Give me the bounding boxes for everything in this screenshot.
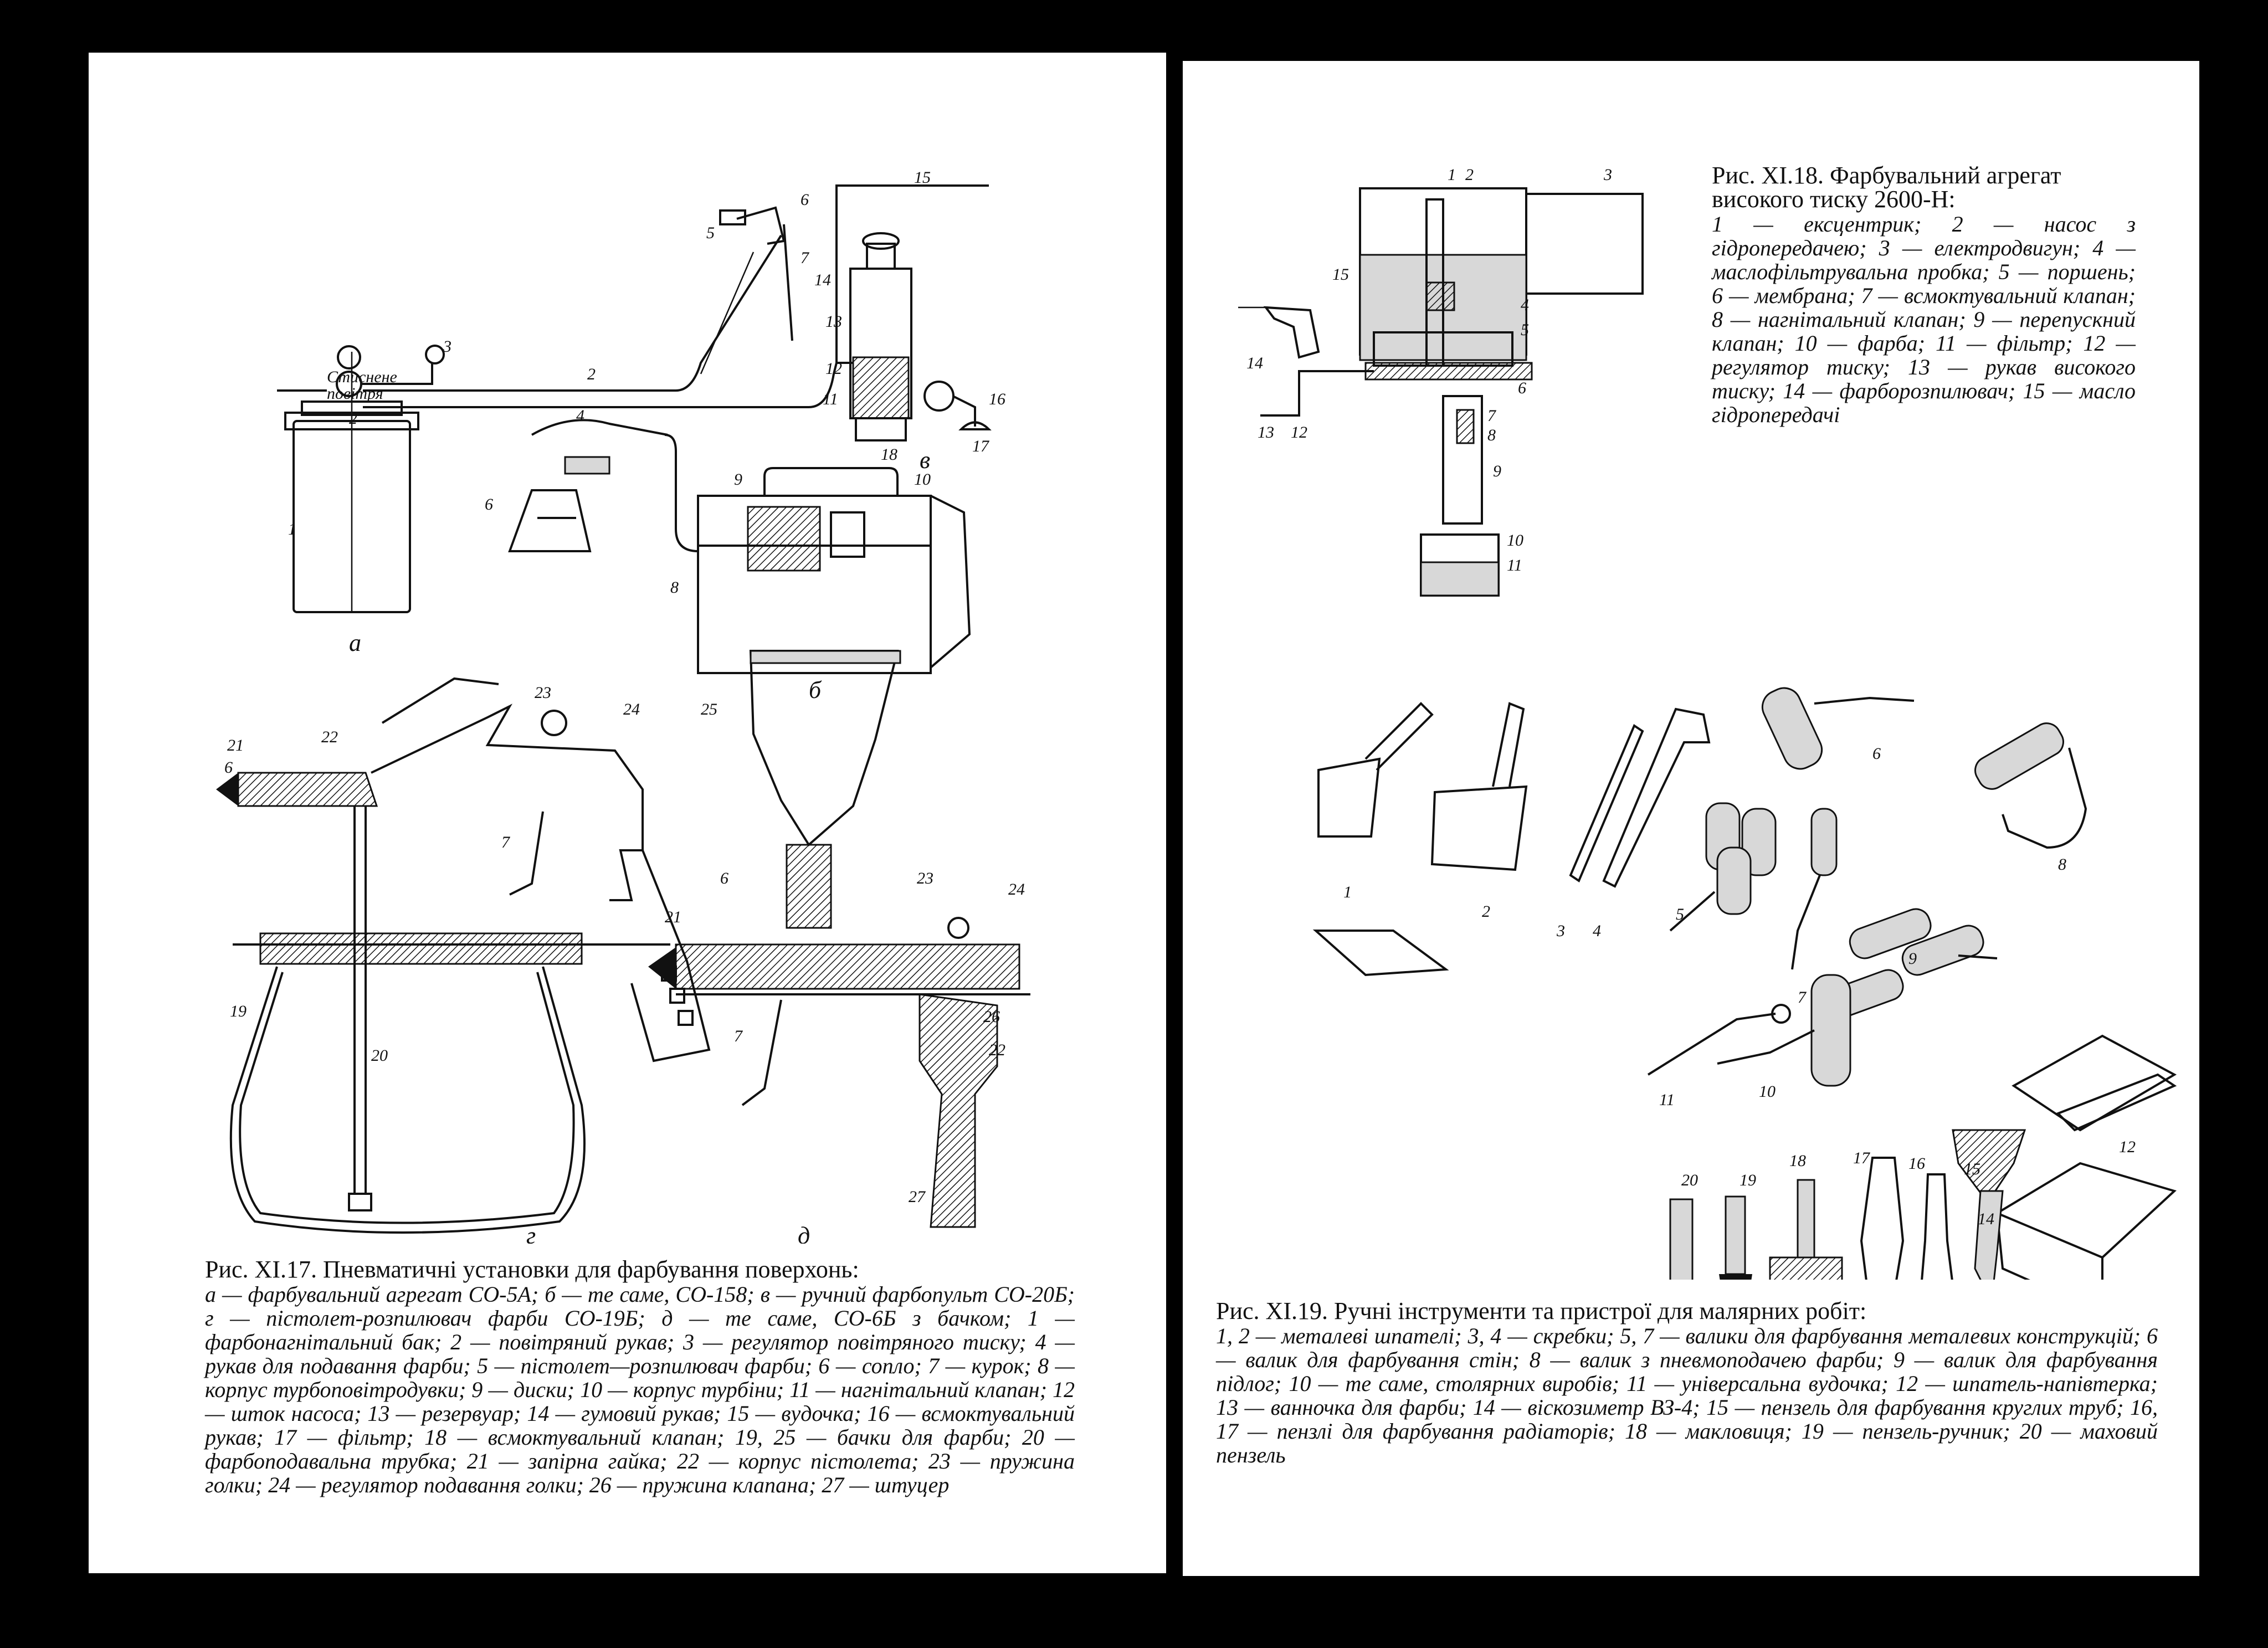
sub-b: б bbox=[809, 676, 822, 704]
caption-xi19-title: Рис. XI.19. Ручні інструменти та пристро… bbox=[1216, 1297, 1867, 1324]
f19-label-12: 12 bbox=[2119, 1138, 2136, 1156]
label-18: 18 bbox=[881, 445, 897, 464]
label-20: 20 bbox=[371, 1046, 388, 1065]
label-air: повітря bbox=[327, 384, 383, 403]
label-6b: 6 bbox=[485, 495, 493, 514]
caption-xi18: Рис. XI.18. Фарбувальний агрегат високог… bbox=[1712, 163, 2136, 427]
label-7g: 7 bbox=[501, 833, 511, 851]
f19-label-8: 8 bbox=[2058, 855, 2066, 874]
figure-xi19: 1 2 3 4 5 6 7 8 9 10 11 12 13 14 15 16 1… bbox=[1312, 687, 2177, 1280]
caption-xi19-body: 1, 2 — металеві шпателі; 3, 4 — скребки;… bbox=[1216, 1323, 2158, 1467]
label-6g: 6 bbox=[224, 758, 233, 777]
right-page: 1 2 3 15 4 5 6 7 8 9 10 11 12 13 14 Рис.… bbox=[1183, 61, 2199, 1576]
label-10: 10 bbox=[914, 470, 931, 489]
f19-label-3: 3 bbox=[1556, 922, 1565, 940]
label-16: 16 bbox=[989, 390, 1005, 408]
f18-label-4: 4 bbox=[1521, 296, 1529, 314]
label-23d: 23 bbox=[917, 869, 933, 887]
sub-v: в bbox=[920, 446, 930, 474]
caption-xi19: Рис. XI.19. Ручні інструменти та пристро… bbox=[1216, 1299, 2158, 1467]
f18-label-11: 11 bbox=[1507, 556, 1522, 574]
caption-xi17: Рис. XI.17. Пневматичні установки для фа… bbox=[205, 1257, 1075, 1497]
label-22: 22 bbox=[321, 728, 338, 746]
f18-label-2: 2 bbox=[1465, 166, 1474, 184]
f18-label-1: 1 bbox=[1448, 166, 1456, 184]
label-9: 9 bbox=[734, 470, 742, 489]
label-2a: 2 bbox=[349, 409, 357, 428]
figure-a-paint-tank bbox=[277, 206, 838, 613]
label-6d: 6 bbox=[720, 869, 728, 887]
figure-d-gravity-gun bbox=[648, 650, 1030, 1228]
f19-label-11: 11 bbox=[1659, 1091, 1675, 1109]
label-15: 15 bbox=[914, 168, 931, 187]
label-7d: 7 bbox=[734, 1027, 743, 1045]
f19-label-9: 9 bbox=[1908, 949, 1917, 968]
f19-label-18: 18 bbox=[1789, 1152, 1806, 1170]
f18-label-12: 12 bbox=[1291, 423, 1307, 441]
label-22d: 22 bbox=[989, 1041, 1005, 1059]
f18-label-10: 10 bbox=[1507, 531, 1523, 550]
figure-xi19-tools bbox=[1312, 687, 2177, 1280]
figure-xi18-pump-unit bbox=[1238, 187, 1644, 597]
f19-label-6: 6 bbox=[1872, 745, 1881, 763]
label-26: 26 bbox=[983, 1008, 1000, 1026]
f18-label-5: 5 bbox=[1521, 321, 1529, 339]
f18-label-6: 6 bbox=[1518, 379, 1526, 397]
label-3: 3 bbox=[443, 337, 451, 356]
label-12: 12 bbox=[825, 360, 842, 378]
label-4: 4 bbox=[576, 407, 584, 425]
f18-label-9: 9 bbox=[1493, 462, 1501, 480]
f19-label-17: 17 bbox=[1853, 1149, 1871, 1167]
f18-label-7: 7 bbox=[1487, 407, 1497, 425]
label-1: 1 bbox=[288, 520, 296, 538]
label-2b: 2 bbox=[587, 365, 596, 383]
f18-label-8: 8 bbox=[1487, 426, 1496, 444]
label-8: 8 bbox=[670, 578, 679, 597]
f19-label-10: 10 bbox=[1759, 1082, 1776, 1101]
left-page: 3 Стиснене повітря 2 2 4 1 5 6 7 а 15 14… bbox=[89, 53, 1166, 1573]
f18-label-14: 14 bbox=[1246, 354, 1263, 372]
f18-label-3: 3 bbox=[1603, 166, 1612, 184]
f19-label-7: 7 bbox=[1798, 988, 1807, 1007]
caption-xi17-title: Рис. XI.17. Пневматичні установки для фа… bbox=[205, 1256, 859, 1283]
f19-label-15: 15 bbox=[1964, 1160, 1980, 1178]
label-21d: 21 bbox=[665, 908, 681, 926]
f19-label-1: 1 bbox=[1343, 883, 1352, 901]
figure-xi17: 3 Стиснене повітря 2 2 4 1 5 6 7 а 15 14… bbox=[216, 168, 1030, 1244]
f19-label-2: 2 bbox=[1482, 902, 1490, 921]
f18-label-13: 13 bbox=[1258, 423, 1274, 441]
sub-a: а bbox=[349, 629, 361, 656]
figure-b-turbine-blower bbox=[508, 419, 971, 674]
label-19: 19 bbox=[230, 1002, 247, 1020]
f19-label-4: 4 bbox=[1593, 922, 1601, 940]
f19-label-19: 19 bbox=[1740, 1171, 1756, 1189]
caption-xi17-body: а — фарбувальний агрегат СО-5А; б — те с… bbox=[205, 1282, 1075, 1497]
label-5: 5 bbox=[706, 224, 715, 242]
caption-xi18-title: Рис. XI.18. Фарбувальний агрегат високог… bbox=[1712, 162, 2061, 213]
label-25: 25 bbox=[701, 700, 717, 718]
label-24: 24 bbox=[623, 700, 640, 718]
label-23: 23 bbox=[535, 684, 551, 702]
label-compressed-air: Стиснене bbox=[327, 368, 397, 386]
f18-label-15: 15 bbox=[1332, 265, 1349, 284]
f19-label-20: 20 bbox=[1681, 1171, 1698, 1189]
label-14: 14 bbox=[814, 271, 831, 289]
label-11: 11 bbox=[823, 390, 838, 408]
caption-xi18-body: 1 — ексцентрик; 2 — насос з гідропередач… bbox=[1712, 212, 2136, 427]
figure-g-spray-gun bbox=[216, 677, 711, 1234]
label-27: 27 bbox=[909, 1188, 926, 1206]
label-7: 7 bbox=[801, 249, 810, 267]
sub-d: д bbox=[798, 1222, 810, 1244]
sub-g: г bbox=[526, 1222, 536, 1244]
f19-label-16: 16 bbox=[1908, 1154, 1925, 1173]
label-13: 13 bbox=[825, 312, 842, 331]
figure-xi18: 1 2 3 15 4 5 6 7 8 9 10 11 12 13 14 bbox=[1238, 166, 1644, 597]
figure-v-hand-pump bbox=[835, 184, 992, 441]
label-21: 21 bbox=[227, 736, 244, 754]
label-6: 6 bbox=[801, 191, 809, 209]
f19-label-14: 14 bbox=[1978, 1210, 1994, 1228]
f19-label-5: 5 bbox=[1676, 905, 1684, 923]
label-24d: 24 bbox=[1008, 880, 1025, 899]
label-17: 17 bbox=[972, 437, 990, 455]
